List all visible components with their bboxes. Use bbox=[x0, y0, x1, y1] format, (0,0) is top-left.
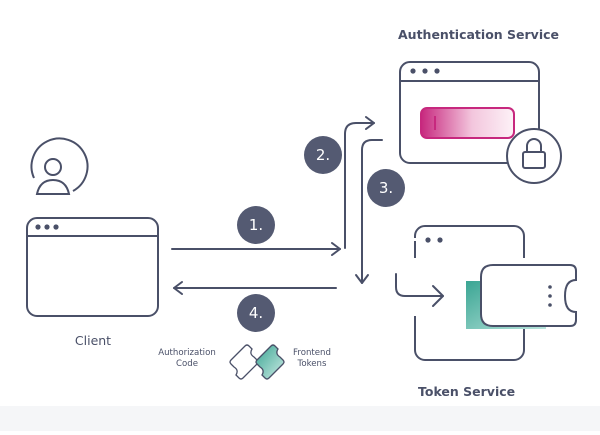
arrow-step-1 bbox=[171, 242, 341, 256]
frontend-tokens-line-2: Tokens bbox=[297, 359, 327, 369]
authorization-code-line-1: Authorization bbox=[158, 348, 216, 358]
token-arrow-icon bbox=[395, 273, 444, 307]
step-2-badge: 2. bbox=[304, 136, 342, 174]
client-title: Client bbox=[74, 333, 112, 348]
arrow-step-3 bbox=[355, 139, 383, 284]
client-browser-window bbox=[26, 217, 159, 317]
step-3-badge: 3. bbox=[367, 169, 405, 207]
frontend-tokens-line-1: Frontend bbox=[293, 348, 331, 358]
step-1-badge: 1. bbox=[237, 206, 275, 244]
authorization-code-line-2: Code bbox=[175, 359, 198, 369]
client-window-dots bbox=[35, 224, 59, 230]
password-field bbox=[420, 107, 515, 139]
svg-text:3.: 3. bbox=[379, 179, 393, 197]
lock-icon bbox=[506, 128, 562, 184]
svg-text:2.: 2. bbox=[316, 146, 330, 164]
auth-window-dots bbox=[410, 68, 440, 74]
user-icon bbox=[30, 137, 89, 195]
authorization-code-ticket-icon bbox=[229, 344, 259, 380]
ticket-icon bbox=[466, 264, 577, 329]
arrow-step-4 bbox=[173, 281, 337, 295]
authorization-code-label: Authorization Code bbox=[152, 348, 222, 370]
step-4-badge: 4. bbox=[237, 294, 275, 332]
frontend-tokens-label: Frontend Tokens bbox=[285, 348, 339, 370]
svg-text:1.: 1. bbox=[249, 216, 263, 234]
token-browser-window bbox=[414, 225, 525, 361]
token-service-title: Token Service bbox=[418, 384, 516, 399]
svg-text:4.: 4. bbox=[249, 304, 263, 322]
background-band bbox=[0, 406, 600, 431]
token-window-dots bbox=[425, 237, 443, 243]
auth-service-title: Authentication Service bbox=[398, 27, 559, 42]
frontend-tokens-ticket-icon bbox=[255, 344, 285, 380]
auth-browser-window bbox=[399, 61, 540, 164]
arrow-step-2 bbox=[344, 116, 375, 249]
